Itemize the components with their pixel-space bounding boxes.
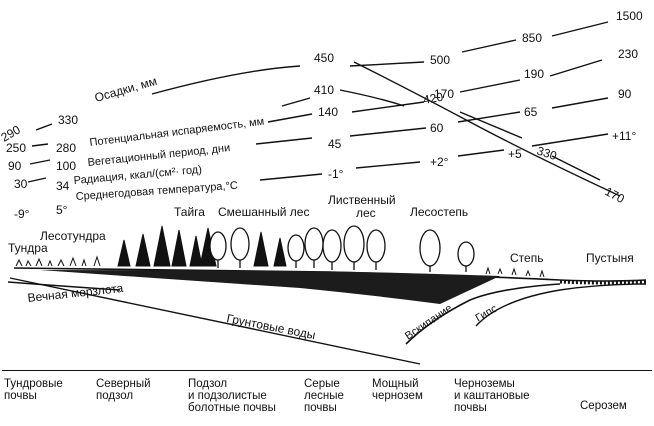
soil-podzol: Подзол и подзолистые болотные почвы — [188, 378, 276, 414]
gypsum-label: Гипс — [474, 302, 500, 324]
ground-profile — [7, 267, 647, 365]
veg-value: 100 — [56, 159, 76, 173]
zone-tundra: Тундра — [8, 241, 48, 255]
soil-grey-forest: Серые лесные почвы — [304, 378, 344, 414]
zone-deciduous-forest: Лиственный лес — [328, 193, 399, 220]
soil-tundra: Тундровые почвы — [4, 378, 63, 402]
zone-forest-tundra: Лесотундра — [40, 229, 106, 243]
climate-values: 290 330 450 500 850 1500 250 280 410 420… — [0, 9, 643, 221]
zone-desert: Пустыня — [586, 251, 634, 265]
soil-chestnut: Черноземы и каштановые почвы — [454, 378, 530, 414]
precip-value: 1500 — [616, 9, 643, 23]
rad-value: 45 — [328, 137, 342, 151]
zone-deciduous-line1: Лиственный — [328, 193, 396, 207]
soil-divider — [2, 370, 652, 371]
rad-value: 90 — [618, 87, 632, 101]
tundra-shrubs — [15, 255, 101, 267]
rad-value: 30 — [14, 177, 28, 191]
evap-value: 410 — [314, 83, 334, 97]
groundwater-label: Грунтовые воды — [225, 311, 316, 342]
temp-value: -1° — [328, 167, 344, 181]
temp-value: +2° — [430, 155, 449, 169]
zone-taiga: Тайга — [174, 205, 205, 219]
precip-value: 500 — [430, 53, 450, 67]
evap-value: 280 — [56, 141, 76, 155]
veg-value: 140 — [318, 105, 338, 119]
zone-steppe: Степь — [510, 251, 543, 265]
rad-value: 60 — [430, 121, 444, 135]
zone-mixed-forest: Смешанный лес — [218, 205, 309, 219]
rad-value: 34 — [56, 179, 70, 193]
precipitation-label: Осадки, мм — [93, 74, 159, 105]
soil-northern-podzol: Северный подзол — [96, 378, 151, 402]
temp-value: +11° — [612, 129, 636, 143]
evap-value: 420 — [422, 90, 444, 107]
vegetation — [15, 225, 545, 278]
climate-labels: Осадки, мм Потенциальная испаряемость, м… — [73, 74, 265, 203]
zone-labels: Тундра Лесотундра Тайга Смешанный лес Ли… — [8, 193, 634, 265]
veg-value: 190 — [524, 67, 544, 81]
precip-value: 850 — [522, 31, 542, 45]
precip-value: 450 — [314, 51, 334, 65]
veg-value: 170 — [434, 87, 454, 101]
zone-forest-steppe: Лесостепь — [410, 205, 468, 219]
evap-value: 250 — [6, 141, 26, 155]
soil-horizon — [40, 270, 500, 304]
evap-value: 170 — [603, 184, 628, 206]
effervescence-label: Вскипание — [403, 302, 455, 342]
soil-serozem: Серозем — [580, 400, 627, 412]
veg-value: 230 — [618, 47, 638, 61]
temp-value: +5 — [508, 147, 522, 161]
temp-value: 5° — [56, 203, 68, 217]
steppe-grass — [485, 266, 545, 278]
precip-value: 330 — [58, 113, 78, 127]
soil-chernozem: Мощный чернозем — [372, 378, 423, 402]
climate-lines — [27, 21, 621, 197]
veg-value: 90 — [8, 159, 22, 173]
conifer-trees — [117, 225, 287, 267]
rad-value: 65 — [524, 105, 538, 119]
zone-deciduous-line2: лес — [356, 206, 376, 220]
evap-value: 330 — [535, 144, 559, 164]
temp-value: -9° — [14, 207, 30, 221]
evaporation-label: Потенциальная испаряемость, мм — [89, 116, 265, 149]
broadleaf-trees — [209, 225, 475, 272]
